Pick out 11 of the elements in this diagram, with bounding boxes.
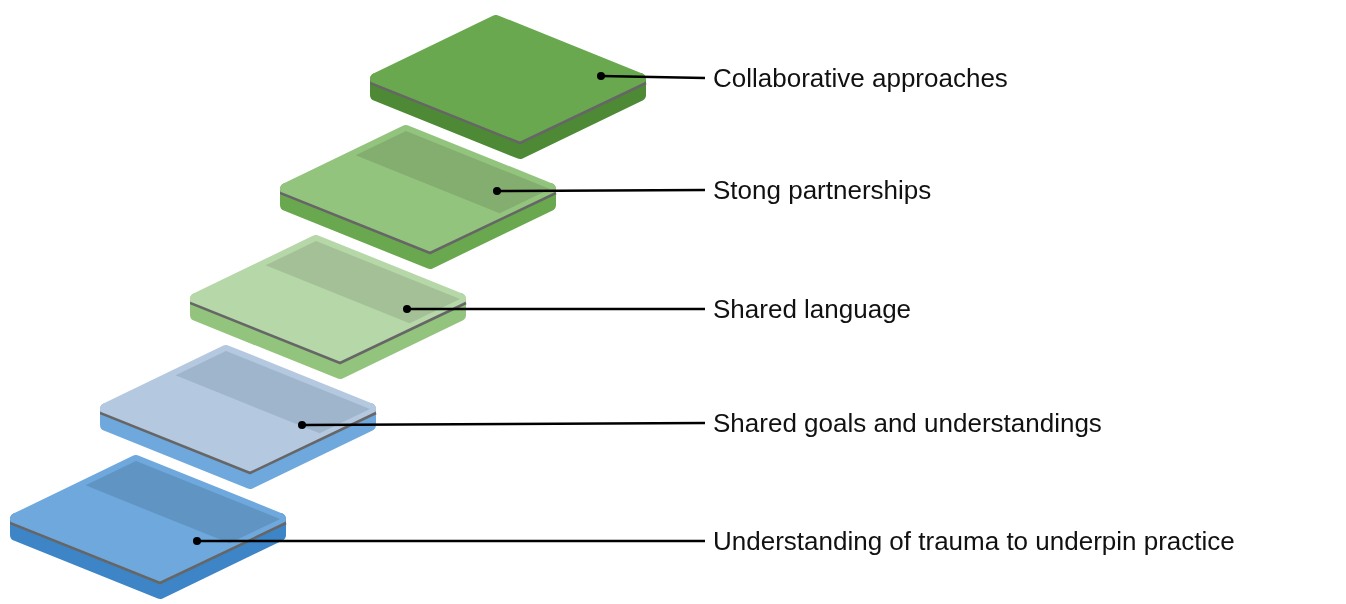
- leader-line: [403, 305, 705, 313]
- step-label: Stong partnerships: [713, 174, 932, 206]
- leader-line: [193, 537, 705, 545]
- step-label: Understanding of trauma to underpin practice: [713, 525, 1235, 557]
- leader-line: [298, 421, 705, 429]
- layer-tile: [10, 455, 287, 599]
- leader-line: [493, 187, 705, 195]
- step-label: Collaborative approaches: [713, 62, 1008, 94]
- leader-line: [597, 72, 706, 80]
- step-label: Shared language: [713, 293, 912, 325]
- step-label: Shared goals and understandings: [713, 407, 1102, 439]
